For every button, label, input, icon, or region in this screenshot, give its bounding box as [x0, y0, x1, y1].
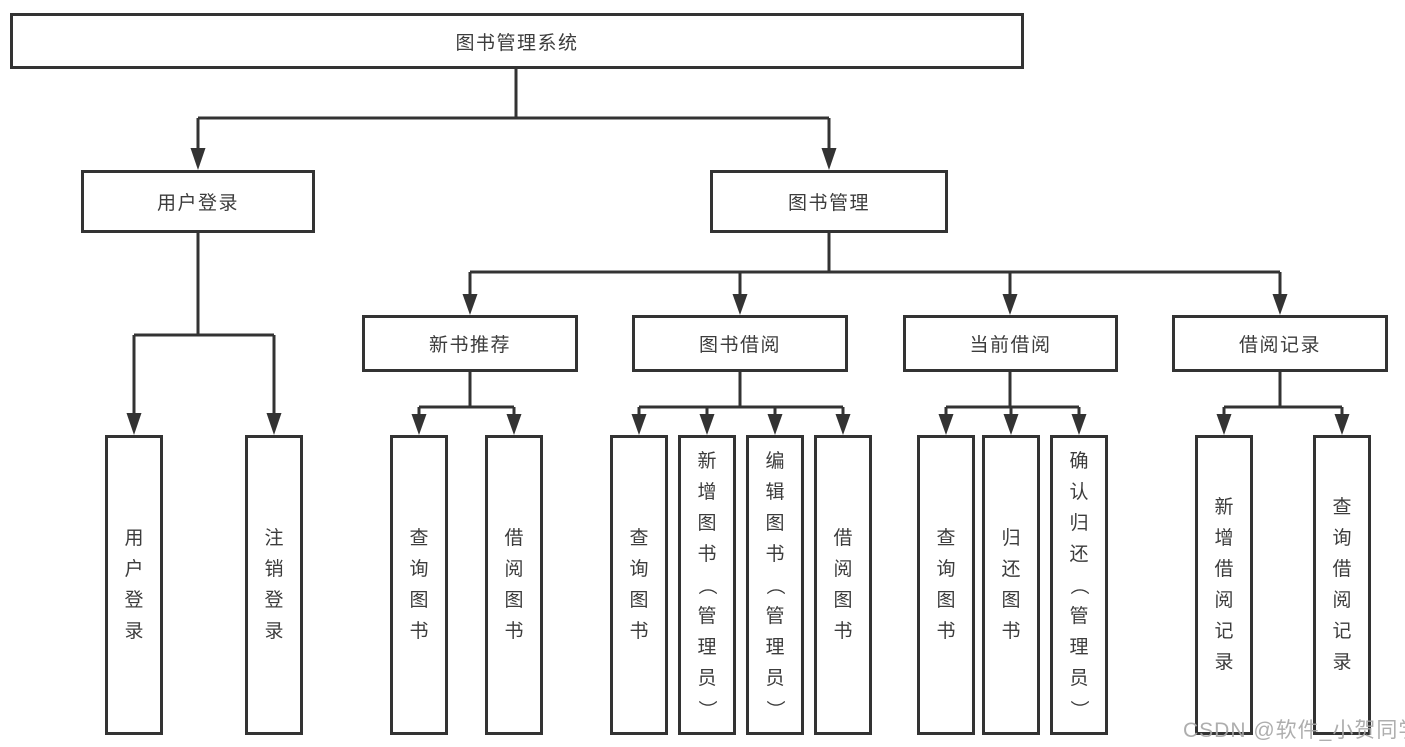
leaf-query-books-current: 查询图书: [917, 435, 975, 735]
leaf-user-login-label: 用户登录: [124, 528, 144, 642]
leaf-add-books-admin: 新增图书（管理员）: [678, 435, 736, 735]
leaf-query-books-borrow: 查询图书: [610, 435, 668, 735]
node-current-borrow: 当前借阅: [903, 315, 1118, 372]
leaf-borrow-books-recommend: 借阅图书: [485, 435, 543, 735]
connector-new-book-recommend: [417, 372, 516, 416]
leaf-borrow-books-borrow: 借阅图书: [814, 435, 872, 735]
leaf-add-borrow-record: 新增借阅记录: [1195, 435, 1253, 735]
leaf-return-books: 归还图书: [982, 435, 1040, 735]
csdn-watermark: CSDN @软件_小贺同学: [1183, 719, 1405, 742]
node-current-borrow-label: 当前借阅: [969, 335, 1052, 356]
leaf-query-books-borrow-label: 查询图书: [629, 528, 649, 642]
connector-book-borrow: [637, 372, 845, 416]
leaf-query-books-recommend-label: 查询图书: [409, 528, 429, 642]
node-borrow-record: 借阅记录: [1172, 315, 1388, 372]
root-node-label: 图书管理系统: [455, 32, 579, 54]
branch-book-management-label: 图书管理: [787, 193, 870, 214]
leaf-borrow-books-recommend-label: 借阅图书: [504, 528, 524, 642]
leaf-query-borrow-record-label: 查询借阅记录: [1332, 497, 1352, 673]
leaf-borrow-books-borrow-label: 借阅图书: [833, 528, 853, 642]
root-node-library-system: 图书管理系统: [10, 13, 1024, 69]
leaf-return-books-label: 归还图书: [1001, 528, 1021, 642]
connector-user-login: [132, 233, 276, 415]
leaf-edit-books-admin-label: 编辑图书（管理员）: [764, 450, 786, 719]
connector-borrow-record: [1222, 372, 1344, 416]
connector-current-borrow: [944, 372, 1081, 416]
leaf-logout: 注销登录: [245, 435, 303, 735]
node-new-book-recommend-label: 新书推荐: [428, 335, 511, 356]
leaf-query-books-recommend: 查询图书: [390, 435, 448, 735]
leaf-confirm-return-admin: 确认归还（管理员）: [1050, 435, 1108, 735]
connector-book-management: [468, 233, 1282, 296]
leaf-edit-books-admin: 编辑图书（管理员）: [746, 435, 804, 735]
leaf-add-books-admin-label: 新增图书（管理员）: [696, 450, 718, 719]
leaf-confirm-return-admin-label: 确认归还（管理员）: [1068, 450, 1090, 719]
leaf-add-borrow-record-label: 新增借阅记录: [1214, 497, 1234, 673]
node-borrow-record-label: 借阅记录: [1238, 335, 1321, 356]
leaf-user-login: 用户登录: [105, 435, 163, 735]
node-book-borrow-label: 图书借阅: [698, 335, 781, 356]
node-book-borrow: 图书借阅: [632, 315, 848, 372]
node-new-book-recommend: 新书推荐: [362, 315, 578, 372]
connector-root: [196, 69, 831, 150]
leaf-query-books-current-label: 查询图书: [936, 528, 956, 642]
branch-user-login: 用户登录: [81, 170, 315, 233]
branch-book-management: 图书管理: [710, 170, 948, 233]
leaf-query-borrow-record: 查询借阅记录: [1313, 435, 1371, 735]
leaf-logout-label: 注销登录: [264, 528, 284, 642]
branch-user-login-label: 用户登录: [156, 193, 239, 214]
